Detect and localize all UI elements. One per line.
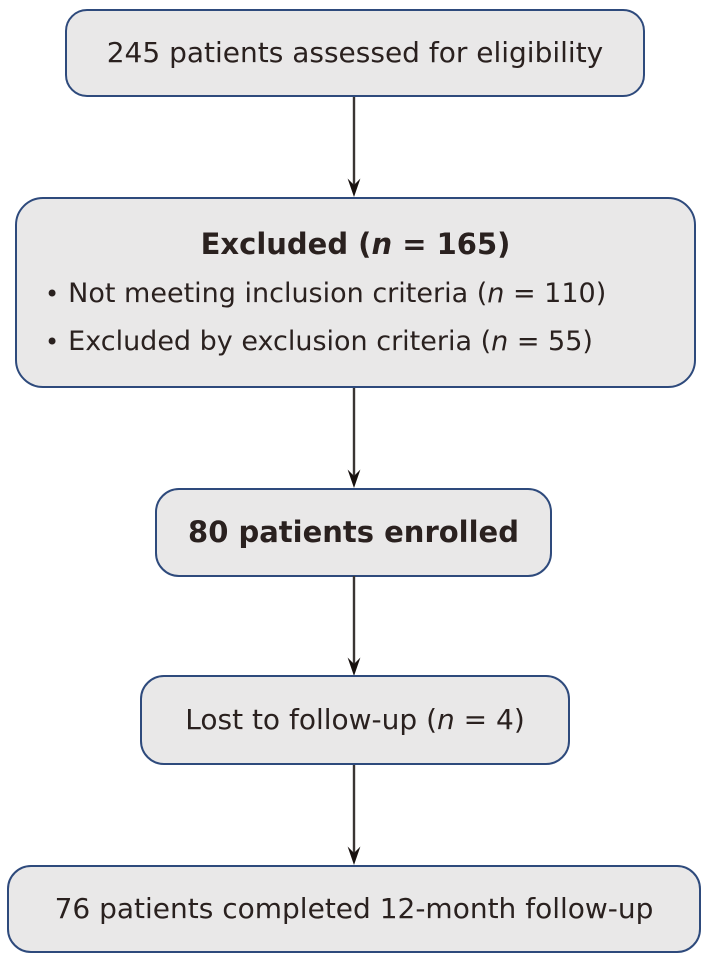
node-enrolled-text: 80 patients enrolled bbox=[188, 514, 519, 549]
node-enrolled: 80 patients enrolled bbox=[155, 488, 552, 577]
node-lost-text: Lost to follow-up (n = 4) bbox=[185, 702, 525, 738]
bullet-2-pre: Excluded by exclusion criteria ( bbox=[68, 326, 492, 358]
lost-text-pre: Lost to follow-up ( bbox=[185, 702, 437, 736]
excluded-bullet-inclusion-criteria: • Not meeting inclusion criteria (n = 11… bbox=[45, 276, 680, 311]
lost-text-post: = 4) bbox=[454, 702, 525, 736]
excluded-bullet-2-text: Excluded by exclusion criteria (n = 55) bbox=[68, 324, 593, 359]
excluded-bullet-1-text: Not meeting inclusion criteria (n = 110) bbox=[68, 276, 606, 311]
bullet-1-n: n bbox=[487, 278, 505, 310]
lost-text-n: n bbox=[437, 702, 455, 736]
bullet-1-pre: Not meeting inclusion criteria ( bbox=[68, 278, 488, 310]
bullet-2-n: n bbox=[491, 326, 509, 358]
bullet-icon: • bbox=[45, 280, 60, 309]
excluded-bullet-exclusion-criteria: • Excluded by exclusion criteria (n = 55… bbox=[45, 324, 680, 359]
down-arrow-3 bbox=[347, 576, 361, 676]
node-assessed-for-eligibility: 245 patients assessed for eligibility bbox=[65, 9, 645, 97]
down-arrow-4 bbox=[347, 765, 361, 865]
excluded-title-pre: Excluded ( bbox=[200, 226, 372, 261]
down-arrow-1 bbox=[347, 97, 361, 197]
bullet-1-post: = 110) bbox=[504, 278, 607, 310]
node-excluded: Excluded (n = 165) • Not meeting inclusi… bbox=[15, 197, 696, 388]
excluded-title-post: = 165) bbox=[392, 226, 511, 261]
excluded-title-n: n bbox=[371, 226, 393, 261]
node-completed-text: 76 patients completed 12-month follow-up bbox=[54, 891, 654, 925]
node-assessed-text: 245 patients assessed for eligibility bbox=[106, 35, 604, 69]
node-lost-to-follow-up: Lost to follow-up (n = 4) bbox=[140, 675, 570, 765]
node-excluded-title: Excluded (n = 165) bbox=[45, 226, 680, 264]
bullet-icon: • bbox=[45, 328, 60, 357]
bullet-2-post: = 55) bbox=[508, 326, 593, 358]
down-arrow-2 bbox=[347, 388, 361, 488]
node-completed-follow-up: 76 patients completed 12-month follow-up bbox=[7, 865, 701, 953]
